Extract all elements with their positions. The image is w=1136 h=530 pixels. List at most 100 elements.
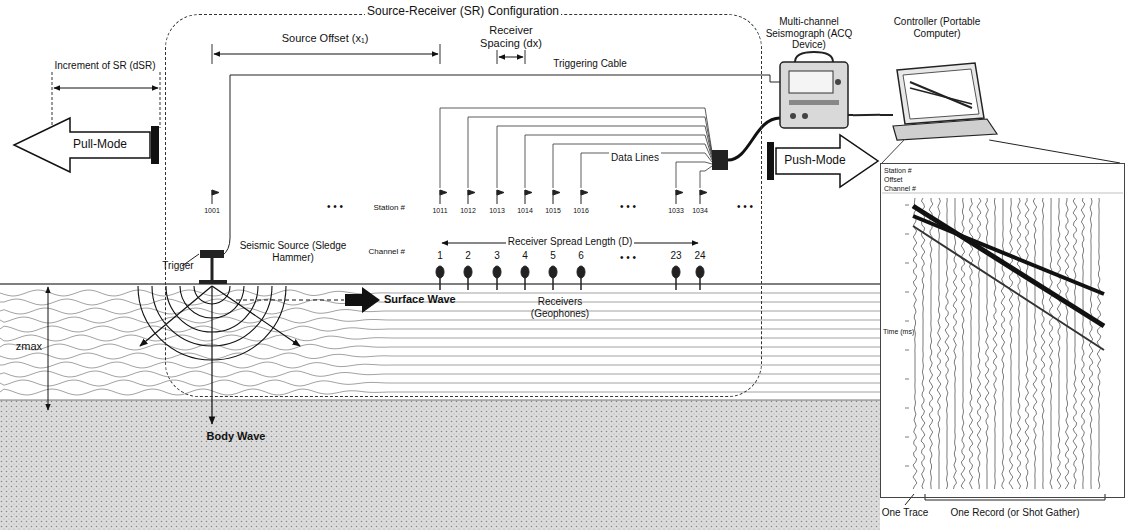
soil-layer [0, 362, 880, 368]
station-flag [553, 190, 560, 195]
seismic-trace [985, 198, 989, 489]
seismic-trace [1009, 198, 1013, 489]
node-text: Multi-channel Seismograph (ACQ Device) [765, 16, 853, 51]
geophone-spike [467, 277, 469, 290]
data-line [553, 144, 712, 188]
part-label: Trigger [162, 260, 193, 272]
geophone [521, 266, 529, 278]
soil-layer [0, 335, 880, 341]
channel-number: 23 [670, 250, 681, 262]
soil-layer [0, 371, 880, 377]
axis-tick [905, 350, 909, 351]
dimension-label: zmax [16, 340, 42, 353]
dimension-label: Source Offset (x₁) [282, 32, 369, 45]
cable-label: Data Lines [609, 152, 661, 164]
axis-tick [905, 408, 909, 409]
soil-layer [0, 380, 880, 386]
record-label: One Trace [882, 507, 929, 519]
station-flag [525, 190, 532, 195]
channel-number: 4 [522, 250, 528, 262]
seismic-trace [953, 198, 957, 489]
channel-number: 1 [437, 250, 443, 262]
axis-tick [905, 234, 909, 235]
seismic-trace [993, 198, 997, 489]
record-label: One Record (or Shot Gather) [951, 507, 1080, 519]
data-line [440, 108, 712, 188]
soil-layer [0, 353, 880, 359]
seismic-trace [921, 198, 925, 489]
station-number: 1013 [489, 207, 505, 215]
geophone [549, 266, 557, 278]
station-number: 1001 [204, 207, 220, 215]
mode-label: Push-Mode [784, 154, 845, 168]
wave-label: Body Wave [207, 430, 266, 443]
part-label: Seismic Source (Sledge Hammer) [238, 240, 348, 263]
ellipsis: • • • [737, 201, 753, 213]
geophone-spike [496, 277, 498, 290]
data-line [700, 166, 712, 188]
cable-label: Triggering Cable [553, 58, 627, 70]
axis-tick [905, 292, 909, 293]
ellipsis: • • • [620, 252, 636, 264]
seismic-trace [1041, 198, 1045, 489]
seismic-trace [945, 198, 949, 489]
seismograph-device: Multi-channel Seismograph (ACQ Device) [765, 14, 853, 136]
station-number: 1014 [517, 207, 533, 215]
node-text: Channel # [884, 185, 916, 193]
shot-gather-panel: Station #OffsetChannel # Time (ms) [880, 163, 1125, 498]
channel-number: 5 [550, 250, 556, 262]
seismic-trace [913, 198, 917, 489]
geophone [672, 266, 680, 278]
seismic-trace [1001, 198, 1005, 489]
seismic-trace [1073, 198, 1077, 489]
node-text: Offset [884, 176, 903, 184]
geophone-spike [524, 277, 526, 290]
station-flag [497, 190, 504, 195]
station-number: 1015 [545, 207, 561, 215]
geophone-spike [439, 277, 441, 290]
data-line [468, 117, 712, 188]
node-text: Station # [884, 167, 912, 175]
geophone [464, 266, 472, 278]
dimension-label: Receiver Spacing (dx) [476, 24, 546, 49]
station-number: 1011 [432, 207, 447, 215]
soil-layer [0, 317, 880, 323]
data-line [676, 162, 712, 188]
node-text: Time (ms) [883, 328, 914, 336]
seismic-trace [929, 198, 933, 489]
part-label: Receivers (Geophones) [520, 296, 600, 319]
seismic-trace [1017, 198, 1021, 489]
station-flag [700, 190, 707, 195]
node-text: Controller (Portable Computer) [881, 16, 993, 39]
axis-tick [905, 379, 909, 380]
geophone-spike [699, 277, 701, 290]
controller-laptop: Controller (Portable Computer) [880, 14, 995, 140]
station-number: 1034 [692, 207, 708, 215]
seismic-trace [961, 198, 965, 489]
seismic-trace [1025, 198, 1029, 489]
wave-label: Surface Wave [384, 293, 456, 306]
data-line [581, 153, 712, 188]
channel-number: 6 [578, 250, 584, 262]
soil-layer [0, 308, 880, 314]
data-line [497, 126, 712, 188]
geophone-spike [580, 277, 582, 290]
geophone [436, 266, 444, 278]
row-label: Station # [373, 203, 405, 212]
axis-tick [905, 437, 909, 438]
geophone [493, 266, 501, 278]
seismic-trace [1081, 198, 1085, 489]
channel-number: 2 [465, 250, 471, 262]
node-text: Source-Receiver (SR) Configuration [365, 5, 561, 19]
soil-layer [0, 389, 880, 395]
mode-label: Pull-Mode [73, 138, 127, 152]
station-flag [581, 190, 588, 195]
dimension-label: Receiver Spread Length (D) [506, 236, 635, 248]
data-line [525, 135, 712, 188]
axis-tick [905, 205, 909, 206]
row-label: Channel # [369, 247, 405, 256]
geophone-spike [675, 277, 677, 290]
seismic-trace [1033, 198, 1037, 489]
soil-layer [0, 326, 880, 332]
